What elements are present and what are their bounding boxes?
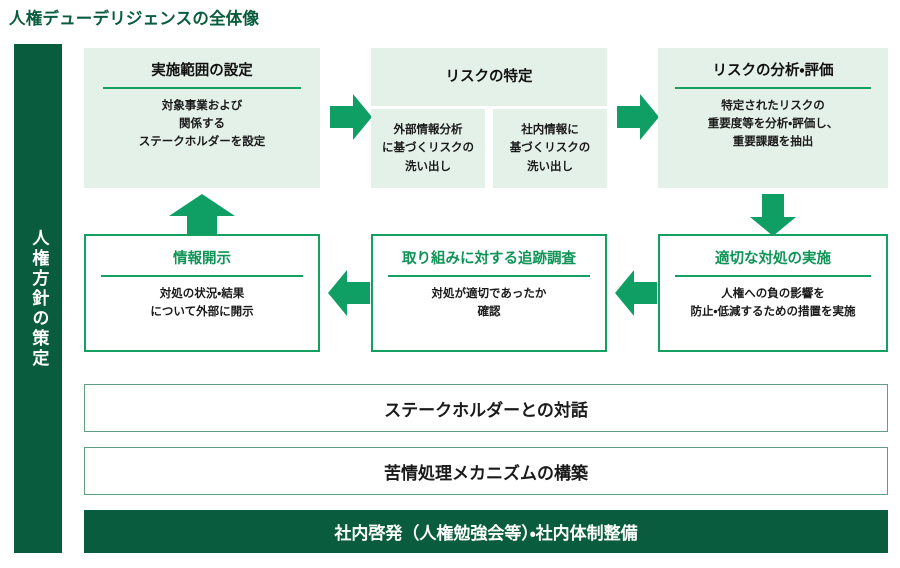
arrow-assess-to-remediate <box>750 194 796 236</box>
step-box-scope[interactable]: 実施範囲の設定 対象事業および 関係する ステークホルダーを設定 <box>84 48 320 188</box>
step-body-identify-internal: 社内情報に 基づくリスクの 洗い出し <box>509 123 591 173</box>
policy-formulation-band: 人権方針の策定 <box>14 44 62 553</box>
step-box-assess[interactable]: リスクの分析・評価 特定されたリスクの 重要度等を分析・評価し、 重要課題を抽出 <box>658 48 888 188</box>
step-title-disclose: 情報開示 <box>173 251 231 267</box>
arrow-remediate-to-track <box>615 270 657 316</box>
foundation-label: 苦情処理メカニズムの構築 <box>384 463 588 483</box>
step-body-disclose: 対処の状況・結果 について外部に開示 <box>150 288 254 318</box>
title-rule <box>103 87 301 90</box>
foundation-label: 社内啓発（人権勉強会等）・社内体制整備 <box>334 524 638 543</box>
step-box-identify-internal[interactable]: 社内情報に 基づくリスクの 洗い出し <box>493 109 607 188</box>
step-box-identify-external[interactable]: 外部情報分析 に基づくリスクの 洗い出し <box>371 109 485 188</box>
foundation-bar-internal-awareness[interactable]: 社内啓発（人権勉強会等）・社内体制整備 <box>84 510 888 553</box>
step-box-disclose[interactable]: 情報開示 対処の状況・結果 について外部に開示 <box>84 234 320 352</box>
foundation-label: ステークホルダーとの対話 <box>384 400 588 420</box>
policy-formulation-label: 人権方針の策定 <box>29 228 49 369</box>
step-title-track: 取り組みに対する追跡調査 <box>402 251 576 267</box>
step-body-remediate: 人権への負の影響を 防止・低減するための措置を実施 <box>690 288 856 318</box>
arrow-scope-to-identify <box>330 94 372 140</box>
step-box-remediate[interactable]: 適切な対処の実施 人権への負の影響を 防止・低減するための措置を実施 <box>658 234 888 352</box>
page-title: 人権デューデリジェンスの全体像 <box>9 10 260 28</box>
step-body-assess: 特定されたリスクの 重要度等を分析・評価し、 重要課題を抽出 <box>707 100 839 148</box>
arrow-disclose-to-scope <box>169 194 235 236</box>
title-rule <box>675 87 871 90</box>
step-title-identify: リスクの特定 <box>445 68 533 85</box>
foundation-bar-stakeholder-dialogue[interactable]: ステークホルダーとの対話 <box>84 384 888 432</box>
step-title-assess: リスクの分析・評価 <box>712 63 834 79</box>
arrow-identify-to-assess <box>617 94 659 140</box>
step-title-remediate: 適切な対処の実施 <box>715 251 831 267</box>
title-rule <box>388 275 590 278</box>
step-title-scope: 実施範囲の設定 <box>151 63 253 79</box>
step-box-identify-header[interactable]: リスクの特定 <box>371 48 607 106</box>
title-rule <box>675 275 871 278</box>
arrow-track-to-disclose <box>328 270 370 316</box>
step-box-track[interactable]: 取り組みに対する追跡調査 対処が適切であったか 確認 <box>371 234 607 352</box>
step-body-track: 対処が適切であったか 確認 <box>431 288 547 318</box>
foundation-bar-grievance-mechanism[interactable]: 苦情処理メカニズムの構築 <box>84 447 888 495</box>
step-body-scope: 対象事業および 関係する ステークホルダーを設定 <box>138 100 266 148</box>
title-rule <box>101 275 303 278</box>
step-body-identify-external: 外部情報分析 に基づくリスクの 洗い出し <box>382 123 474 173</box>
